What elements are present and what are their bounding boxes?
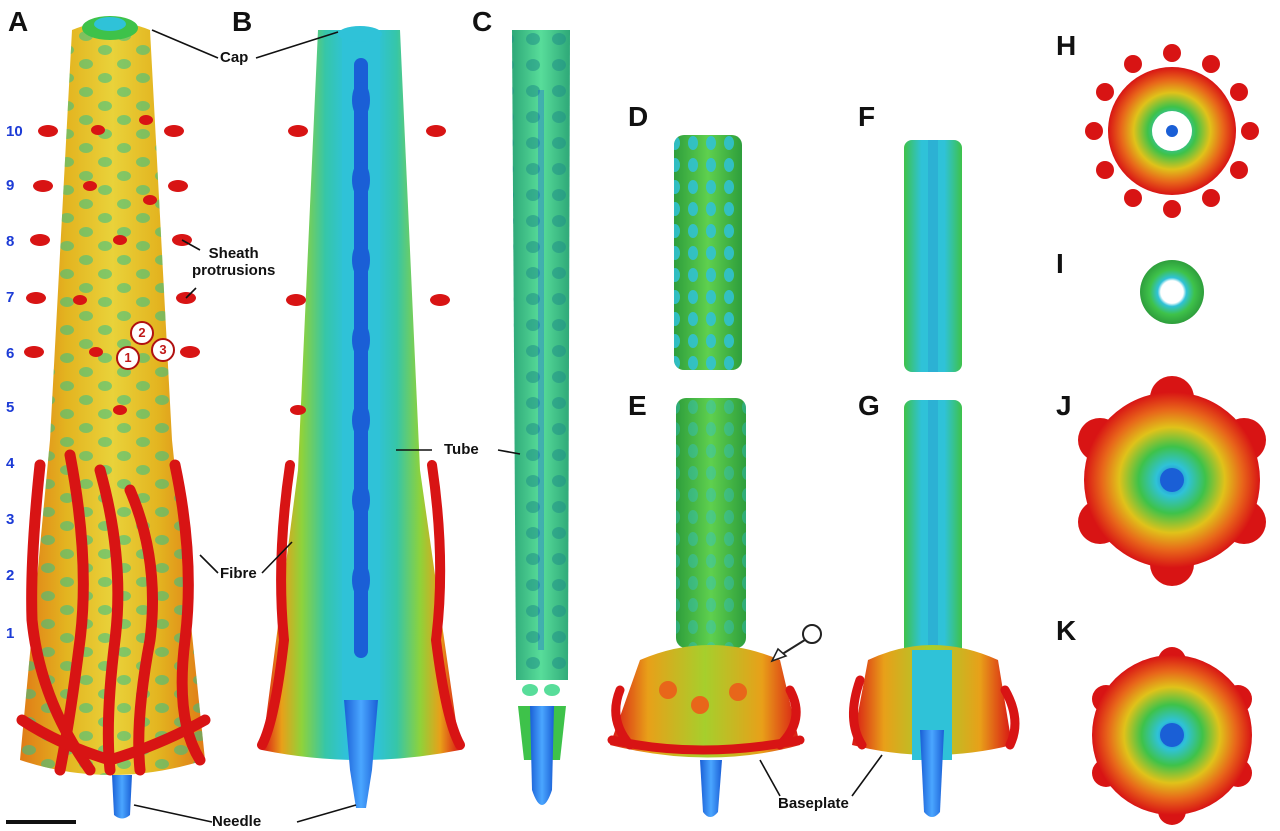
panel-letter-k: K — [1056, 615, 1077, 646]
protrusion-marker-3: 3 — [151, 338, 175, 362]
baseplate-label: Baseplate — [778, 795, 849, 812]
panel-i-top-view-tube — [1140, 260, 1204, 324]
needle-label: Needle — [212, 813, 262, 830]
panel-letter-d: D — [628, 101, 649, 132]
panel-g-tube-baseplate — [848, 400, 1020, 817]
panel-f-tube-segment — [904, 140, 962, 372]
panel-b-sheath-section — [257, 26, 465, 808]
row-number-6: 6 — [6, 345, 15, 362]
row-number-7: 7 — [6, 289, 15, 306]
panel-letter-b: B — [232, 6, 253, 37]
panel-letter-e: E — [628, 390, 647, 421]
panel-h-top-view-sheath — [1085, 44, 1259, 218]
row-number-5: 5 — [6, 399, 15, 416]
panel-letter-a: A — [8, 6, 29, 37]
row-number-9: 9 — [6, 177, 15, 194]
row-number-8: 8 — [6, 233, 15, 250]
panel-c-tube — [512, 30, 570, 805]
panel-letter-c: C — [472, 6, 493, 37]
panel-j-top-view-baseplate — [1078, 376, 1266, 586]
panel-a-sheath-exterior — [16, 16, 211, 819]
scale-bar — [6, 820, 76, 824]
row-number-4: 4 — [6, 455, 15, 472]
fibre-label: Fibre — [220, 565, 257, 582]
panel-letter-f: F — [858, 101, 876, 132]
row-number-2: 2 — [6, 567, 15, 584]
panel-e-sheath-baseplate — [607, 398, 822, 817]
panel-letter-i: I — [1056, 248, 1064, 279]
panel-k-top-view-baseplate-slice — [1092, 647, 1252, 825]
protrusion-marker-2: 2 — [130, 321, 154, 345]
row-number-3: 3 — [6, 511, 15, 528]
tube-label: Tube — [444, 441, 479, 458]
cap-label: Cap — [220, 49, 249, 66]
row-number-1: 1 — [6, 625, 15, 642]
panel-letter-h: H — [1056, 30, 1077, 61]
row-number-10: 10 — [6, 123, 23, 140]
protrusion-marker-1: 1 — [116, 346, 140, 370]
sheath-protrusions-label: Sheath protrusions — [192, 245, 276, 279]
panel-d-sheath-segment — [674, 135, 742, 370]
leader-lines — [133, 29, 883, 823]
panel-letter-j: J — [1056, 390, 1072, 421]
panel-letter-g: G — [858, 390, 880, 421]
